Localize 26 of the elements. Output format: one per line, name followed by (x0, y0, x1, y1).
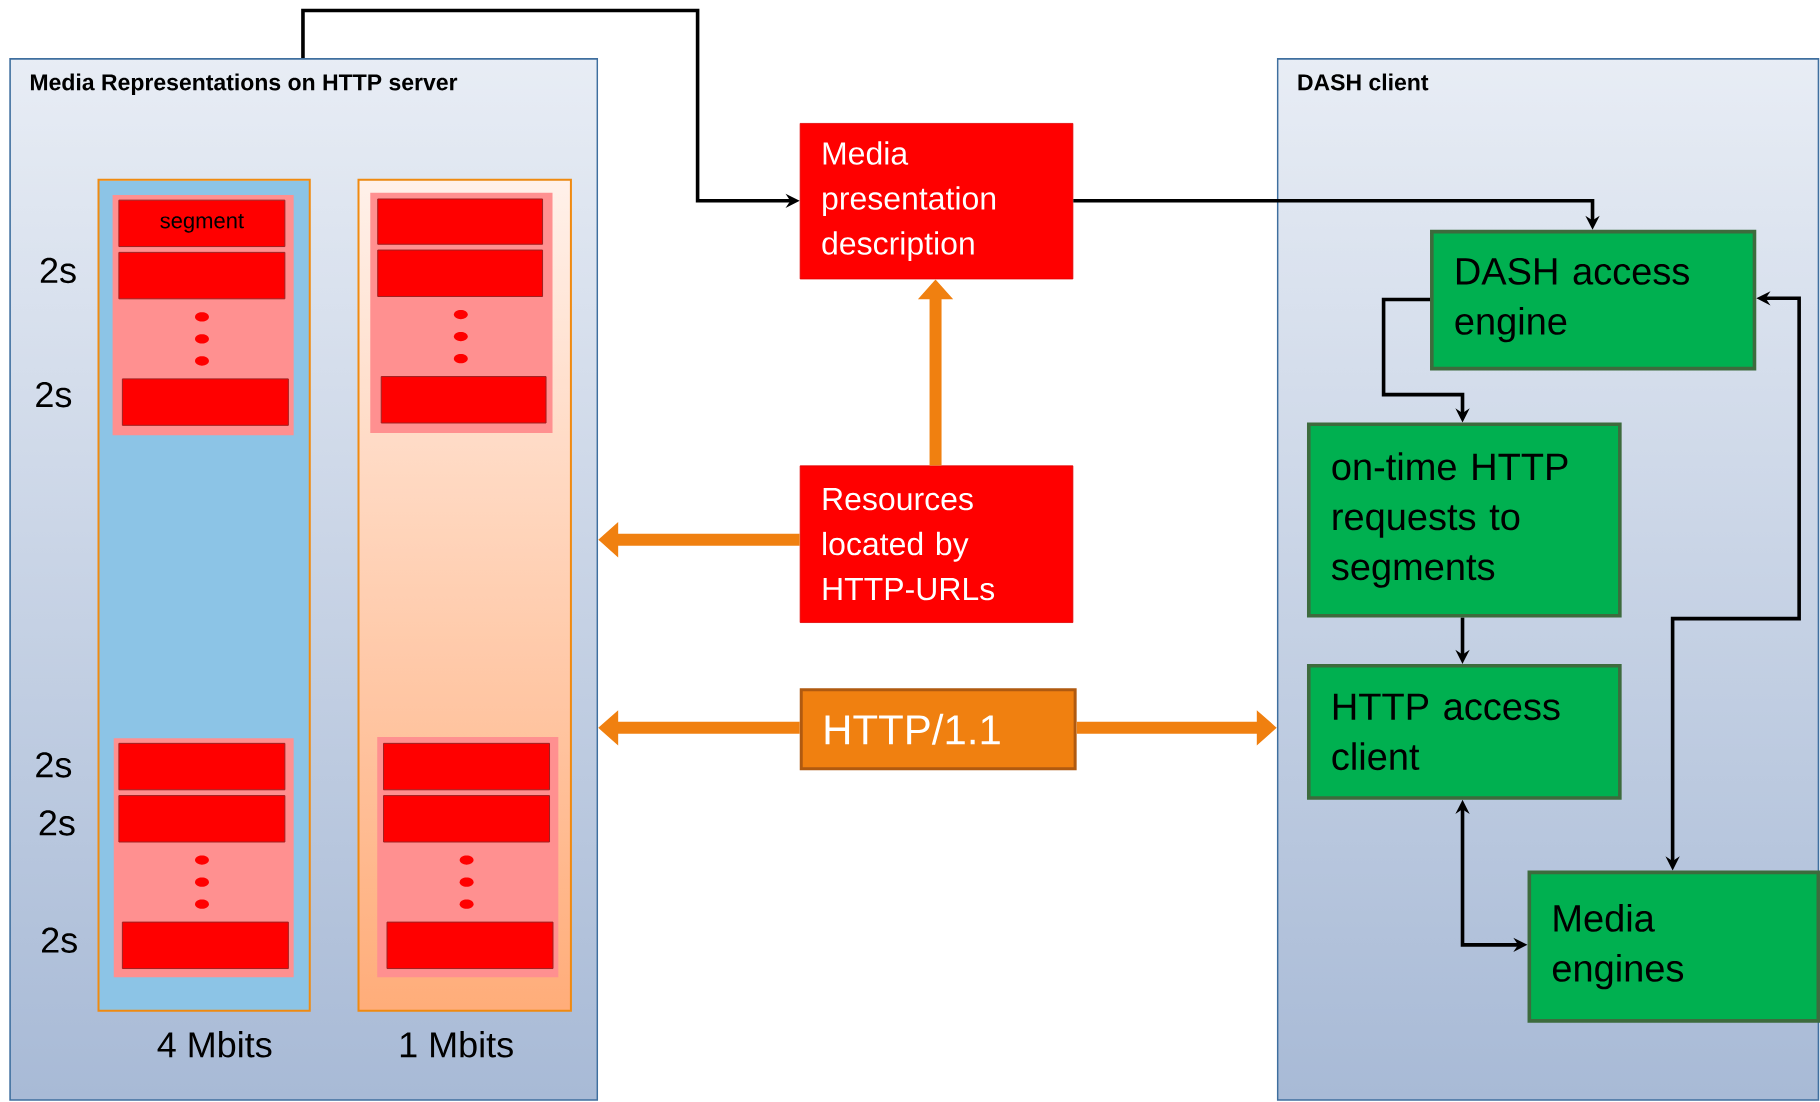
segment-box (383, 795, 550, 843)
segment-box (383, 743, 550, 791)
process-box: HTTP access client (1307, 664, 1622, 801)
duration-label: 2s (42, 927, 77, 954)
segment-box (118, 252, 286, 300)
segment-box (377, 249, 544, 298)
segment-box (386, 921, 554, 970)
duration-label: 2s (36, 382, 72, 408)
segment-box (121, 921, 289, 970)
segment-box: segment (118, 199, 286, 248)
text-box: Resources located by HTTP-URLs (799, 465, 1074, 624)
text-box: Media presentation description (799, 123, 1074, 280)
process-box: Media engines (1527, 870, 1820, 1023)
protocol-box: HTTP/1.1 (799, 688, 1077, 771)
process-box: DASH access engine (1430, 230, 1757, 371)
duration-label: 2s (40, 257, 76, 284)
bitrate-label: 4 Mbits (157, 1031, 272, 1058)
duration-label: 2s (36, 752, 72, 778)
duration-label: 2s (39, 810, 75, 836)
segment-box (377, 198, 544, 245)
process-box: on-time HTTP requests to segments (1307, 422, 1622, 618)
segment-box (118, 743, 286, 791)
bitrate-label: 1 Mbits (400, 1031, 513, 1058)
segment-box (380, 376, 547, 424)
segment-box (118, 795, 286, 843)
segment-box (121, 378, 289, 427)
